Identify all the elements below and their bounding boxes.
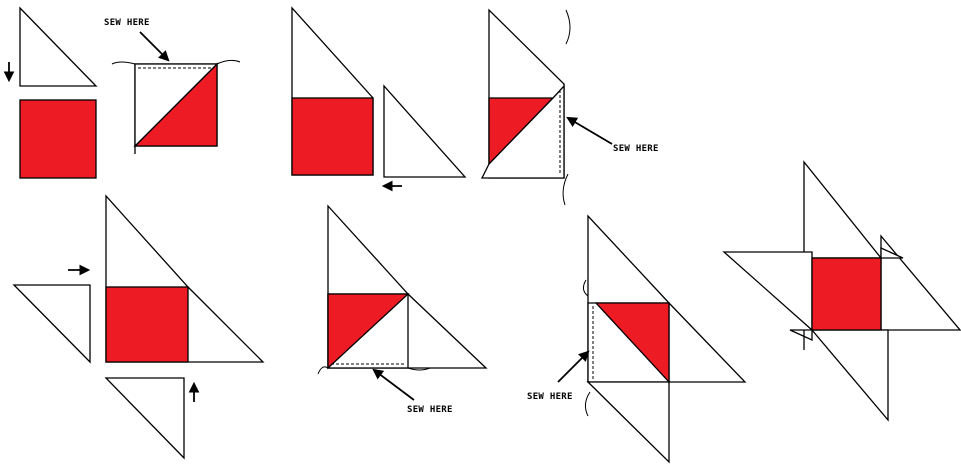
white-triangle-top [803,160,883,259]
white-triangle-right [880,234,961,331]
white-triangle-small [480,84,565,179]
red-square [291,97,374,176]
seam-edge [111,59,241,65]
red-square [811,257,882,331]
sew-arrow [372,368,415,401]
sew-arrow [566,116,613,145]
step-7-sewn-left: SEW HERE [527,214,747,464]
red-triangle [594,302,670,384]
step-6-sewn-bottom: SEW HERE [317,204,488,415]
white-triangle-bottom [586,381,670,464]
step-8-finished-pinwheel [722,160,961,422]
seam-edge [317,366,431,375]
white-triangle-small [383,84,467,178]
white-triangle-left [722,251,813,332]
step-1-pieces [3,6,98,179]
dog-ear-bottom [789,329,813,342]
seam-curl-top [582,279,589,297]
red-triangle [327,293,410,370]
white-triangle [19,6,98,87]
sew-arrow [557,350,590,383]
seam-curl-top [565,9,571,45]
sew-here-label: SEW HERE [407,405,453,415]
step-3-pieces [291,6,467,192]
step-4-sewn-side: SEW HERE [480,8,659,206]
seam-curl-bottom [562,173,569,206]
white-triangle-bottom [104,377,185,460]
sew-here-label: SEW HERE [104,18,150,28]
seam-curl-bottom [584,391,591,417]
sew-arrow [139,31,170,62]
red-square [19,99,97,179]
white-triangle-bottom [810,329,889,422]
sew-here-label: SEW HERE [527,392,573,402]
sew-here-label: SEW HERE [613,144,659,154]
dog-ear-top [880,246,904,259]
red-square [105,286,189,363]
step-5-layout [12,194,265,460]
step-2-sewn-pair: SEW HERE [104,18,241,154]
white-triangle-left [12,284,91,364]
